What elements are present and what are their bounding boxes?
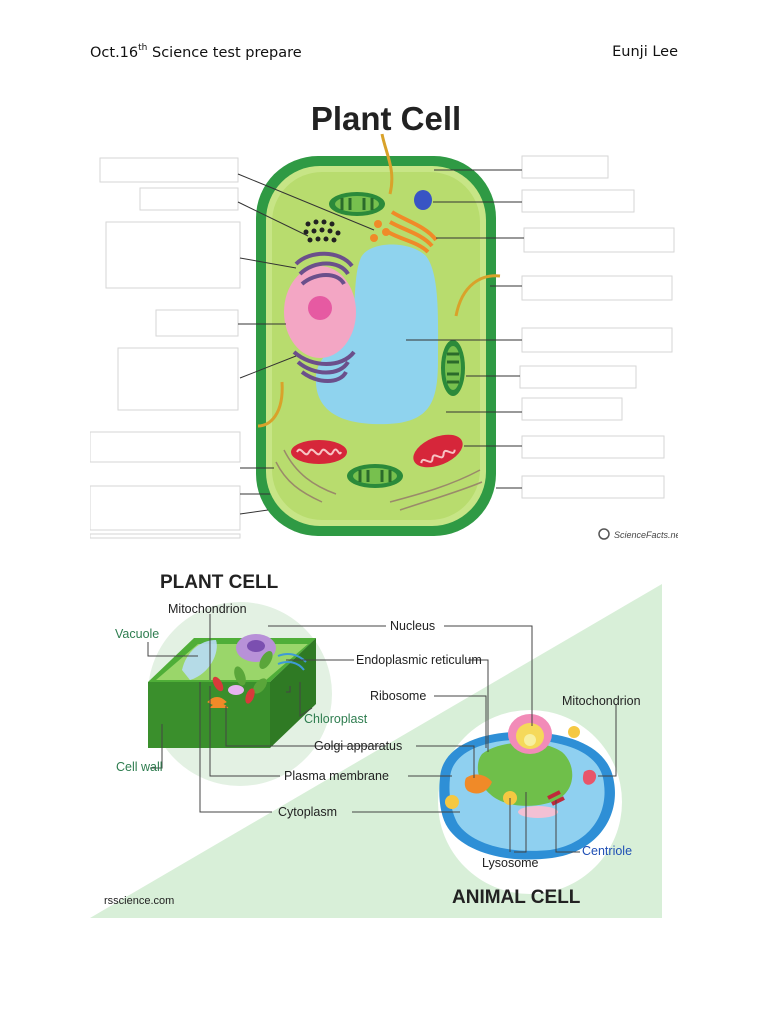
- plasmodesma-shape: [454, 274, 501, 317]
- label-boxes: [90, 155, 675, 539]
- vesicle-shape: [374, 220, 382, 228]
- peroxisome-shape: [414, 190, 432, 210]
- golgi-shape: [387, 210, 438, 254]
- label-box[interactable]: [90, 533, 241, 539]
- label-box[interactable]: [99, 157, 239, 183]
- mitochondrion-shape: [413, 434, 463, 468]
- label-box[interactable]: [521, 435, 665, 459]
- plant-cell-illustration: [148, 634, 316, 748]
- mitochondrion-shape: [291, 440, 347, 464]
- credit-logo-icon: [598, 528, 610, 540]
- label-ribosome: Ribosome: [370, 689, 426, 703]
- figure1-credit: ScienceFacts.net: [614, 530, 678, 540]
- label-box[interactable]: [105, 221, 241, 289]
- label-plasma-membrane: Plasma membrane: [284, 769, 389, 783]
- chloroplast-shape: [441, 340, 465, 396]
- label-vacuole: Vacuole: [115, 627, 159, 641]
- figure2-leader-lines: [147, 614, 617, 853]
- label-box[interactable]: [155, 309, 239, 337]
- plasmodesma-shape: [257, 381, 284, 428]
- plant-cell-worksheet-figure: Plant Cell: [90, 100, 678, 540]
- chloroplast-shape: [347, 464, 403, 488]
- rough-er-shape-top: [294, 251, 354, 286]
- label-chloroplast: Chloroplast: [304, 712, 368, 726]
- label-endoplasmic-reticulum: Endoplasmic reticulum: [356, 653, 482, 667]
- plant-animal-cell-figure: PLANT CELL: [90, 556, 662, 918]
- label-box[interactable]: [90, 485, 241, 531]
- plasmodesma-shape: [380, 133, 394, 195]
- label-cytoplasm: Cytoplasm: [278, 805, 337, 819]
- label-golgi-apparatus: Golgi apparatus: [314, 739, 402, 753]
- label-box[interactable]: [523, 227, 675, 253]
- figure1-title: Plant Cell: [311, 100, 461, 137]
- nucleolus-shape: [308, 296, 332, 320]
- cytoskeleton-shape: [389, 469, 483, 511]
- cytoskeleton-shape: [275, 449, 337, 503]
- label-box[interactable]: [521, 397, 623, 421]
- chloroplast-shape: [329, 192, 385, 216]
- label-box[interactable]: [521, 275, 673, 301]
- label-box[interactable]: [117, 347, 239, 411]
- header-author: Eunji Lee: [612, 44, 678, 60]
- vacuole-shape: [315, 244, 439, 425]
- animal-cell-illustration: [439, 714, 615, 860]
- label-cell-wall: Cell wall: [116, 760, 163, 774]
- label-animal-mitochondrion: Mitochondrion: [562, 694, 641, 708]
- label-centriole: Centriole: [582, 844, 632, 858]
- rough-er-shape-bottom: [292, 350, 356, 383]
- header-title: Science test prepare: [147, 44, 302, 61]
- label-nucleus: Nucleus: [390, 619, 435, 633]
- animal-cell-title: ANIMAL CELL: [452, 887, 581, 908]
- label-box[interactable]: [139, 187, 239, 211]
- header-date: Oct.16: [90, 44, 139, 61]
- leader-lines: [237, 169, 524, 515]
- label-lysosome: Lysosome: [482, 856, 539, 870]
- header-date-suffix: th: [138, 43, 148, 53]
- label-box[interactable]: [521, 475, 665, 499]
- label-box[interactable]: [521, 327, 673, 353]
- plant-cell-title: PLANT CELL: [160, 572, 279, 593]
- vesicle-shape: [370, 234, 378, 242]
- label-box[interactable]: [90, 431, 241, 463]
- ribosome-dots: [303, 219, 341, 243]
- label-box[interactable]: [521, 189, 635, 213]
- label-box[interactable]: [521, 155, 609, 179]
- vesicle-shape: [382, 228, 390, 236]
- document-header-left: Oct.16th Science test prepare: [90, 43, 302, 61]
- figure2-source: rsscience.com: [104, 895, 174, 907]
- label-plant-mitochondrion: Mitochondrion: [168, 602, 247, 616]
- label-box[interactable]: [519, 365, 637, 389]
